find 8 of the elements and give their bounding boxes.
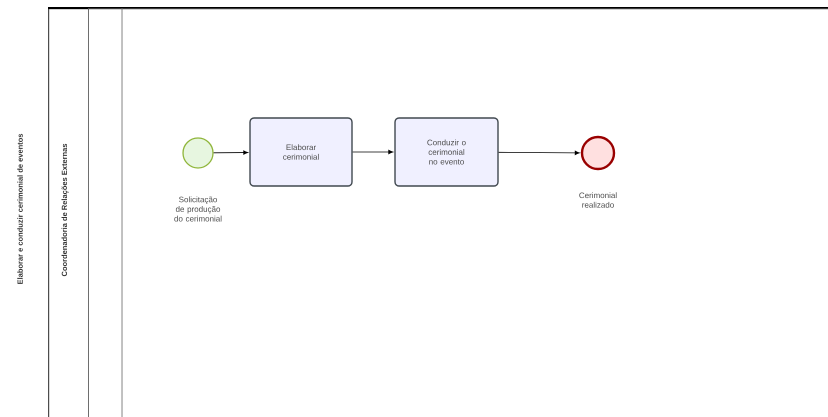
- task-box: Conduzir o cerimonial no evento: [394, 117, 499, 187]
- arrow: [498, 150, 580, 155]
- task-box: Elaborar cerimonial: [249, 117, 353, 187]
- start-event-circle: [182, 137, 214, 169]
- event-label: Cerimonial realizado: [579, 192, 617, 208]
- arrow: [213, 150, 248, 155]
- event-label: Solicitação de produção do cerimonial: [174, 196, 222, 222]
- arrow: [352, 150, 394, 154]
